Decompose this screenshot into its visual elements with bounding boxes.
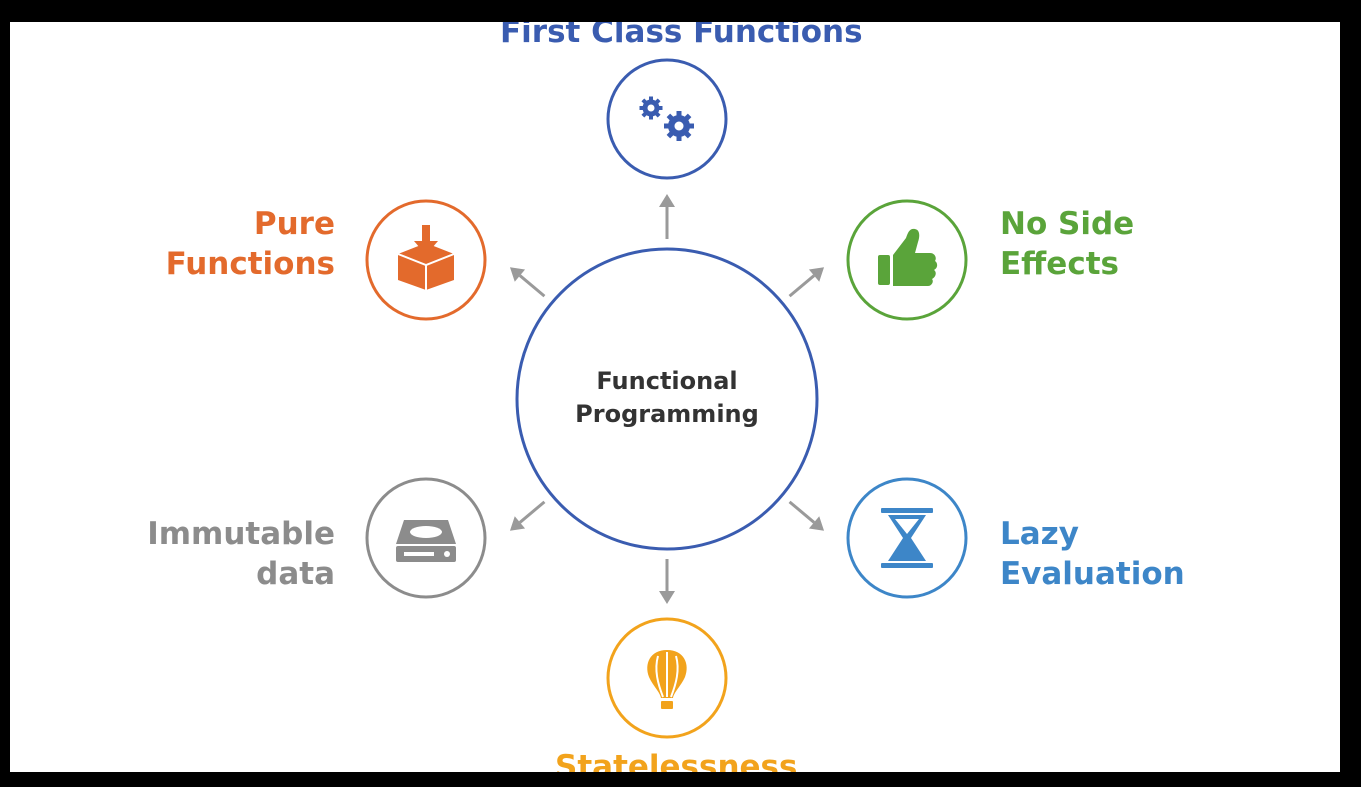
node-no-side-effects — [846, 199, 968, 321]
label-first-class-functions: First Class Functions — [500, 22, 863, 52]
label-line: Lazy — [1000, 516, 1079, 552]
arrow-head — [808, 516, 825, 531]
node-first-class-functions — [606, 58, 728, 180]
hot-air-balloon-icon — [647, 650, 687, 709]
label-immutable-data: Immutable data — [147, 514, 335, 594]
center-label: Functional Programming — [517, 365, 817, 431]
center-label-line-2: Programming — [575, 400, 759, 428]
gear-tooth — [676, 111, 682, 116]
center-label-line-1: Functional — [596, 367, 738, 395]
arrow-shaft — [788, 500, 816, 524]
label-line: data — [256, 556, 335, 592]
gear-tooth — [649, 96, 653, 101]
label-pure-functions: Pure Functions — [166, 204, 335, 284]
center-circle — [515, 247, 819, 551]
arrow-head — [659, 194, 675, 207]
node-pure-functions — [365, 199, 487, 321]
arrow-head — [509, 516, 526, 531]
gear-tooth — [658, 106, 663, 110]
gear-tooth — [649, 115, 653, 120]
node-statelessness — [606, 617, 728, 739]
arrow-head — [509, 267, 526, 282]
gear-tooth — [676, 136, 682, 141]
hard-drive-icon — [396, 520, 456, 562]
thumbs-up-icon — [878, 228, 938, 286]
node-immutable-data — [365, 477, 487, 599]
label-no-side-effects: No Side Effects — [1000, 204, 1134, 284]
label-line: No Side — [1000, 206, 1135, 242]
gear-tooth — [664, 123, 669, 129]
label-line: Evaluation — [1000, 556, 1185, 592]
label-lazy-evaluation: Lazy Evaluation — [1000, 514, 1185, 594]
label-line: Pure — [253, 206, 335, 242]
box-download-icon — [397, 225, 455, 290]
diagram-canvas — [365, 58, 968, 739]
gear-tooth — [689, 123, 694, 129]
hourglass-icon — [881, 508, 933, 568]
node-lazy-evaluation — [846, 477, 968, 599]
label-line: Functions — [165, 246, 335, 282]
arrow-head — [659, 591, 675, 604]
label-statelessness: Statelessness — [555, 747, 797, 772]
gear-tooth — [639, 106, 644, 110]
connector-arrows — [509, 194, 825, 604]
label-line: Effects — [1000, 246, 1119, 282]
label-line: Immutable — [147, 516, 335, 552]
label-line: Statelessness — [555, 749, 798, 772]
arrow-head — [808, 267, 825, 282]
label-line: First Class Functions — [500, 22, 863, 50]
arrow-shaft — [518, 500, 546, 524]
arrow-shaft — [788, 274, 816, 298]
diagram-slide: Functional Programming First Class Funct… — [10, 22, 1340, 772]
arrow-shaft — [518, 274, 546, 298]
